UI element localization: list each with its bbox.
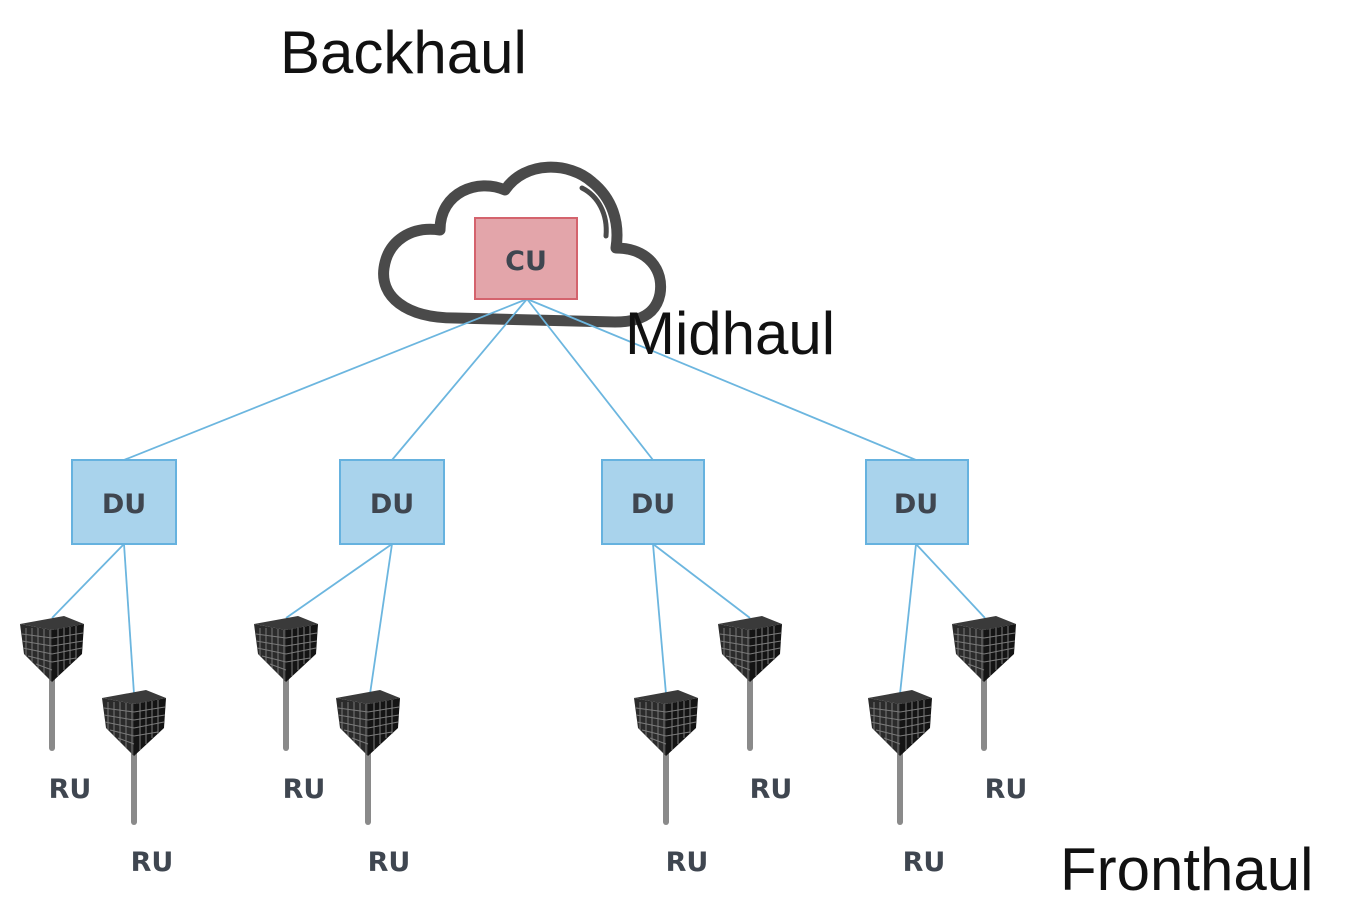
antenna-icon: [336, 690, 400, 822]
ru-label-2: RU: [131, 847, 174, 878]
link-cu-du-3: [526, 298, 654, 461]
du-node-3: DU: [601, 459, 705, 545]
ru-node-1: RU: [20, 616, 91, 805]
du-node-1: DU: [71, 459, 177, 545]
ru-label-7: RU: [903, 847, 946, 878]
ru-node-6: RU: [718, 616, 792, 805]
antenna-icon: [868, 690, 932, 822]
du-label-3: DU: [631, 489, 675, 520]
ru-label-8: RU: [985, 774, 1028, 805]
antenna-icon: [254, 616, 318, 748]
ru-node-2: RU: [102, 690, 173, 878]
ru-node-5: RU: [634, 690, 708, 878]
antenna-icon: [20, 616, 84, 748]
du-node-2: DU: [339, 459, 445, 545]
cu-label: CU: [505, 246, 547, 277]
midhaul-label: Midhaul: [625, 300, 835, 367]
ru-node-8: RU: [952, 616, 1027, 805]
midhaul-links: [123, 298, 917, 461]
du-label-4: DU: [894, 489, 938, 520]
ru-label-3: RU: [283, 774, 326, 805]
ru-node-4: RU: [336, 690, 410, 878]
link-cu-du-2: [391, 298, 528, 461]
ru-node-7: RU: [868, 690, 945, 878]
link-cu-du-1: [123, 298, 528, 461]
ru-label-4: RU: [368, 847, 411, 878]
ru-label-5: RU: [666, 847, 709, 878]
fronthaul-label: Fronthaul: [1060, 836, 1313, 903]
cu-node: CU: [474, 217, 578, 300]
fronthaul-links: [51, 543, 986, 695]
backhaul-label: Backhaul: [280, 19, 527, 86]
antenna-icon: [102, 690, 166, 822]
du-label-2: DU: [370, 489, 414, 520]
antenna-icon: [718, 616, 782, 748]
ru-label-6: RU: [750, 774, 793, 805]
antenna-icon: [634, 690, 698, 822]
ru-label-1: RU: [49, 774, 92, 805]
du-label-1: DU: [102, 489, 146, 520]
du-node-4: DU: [865, 459, 969, 545]
antenna-icon: [952, 616, 1016, 748]
link-cu-du-4: [526, 298, 917, 461]
ru-node-3: RU: [254, 616, 325, 805]
